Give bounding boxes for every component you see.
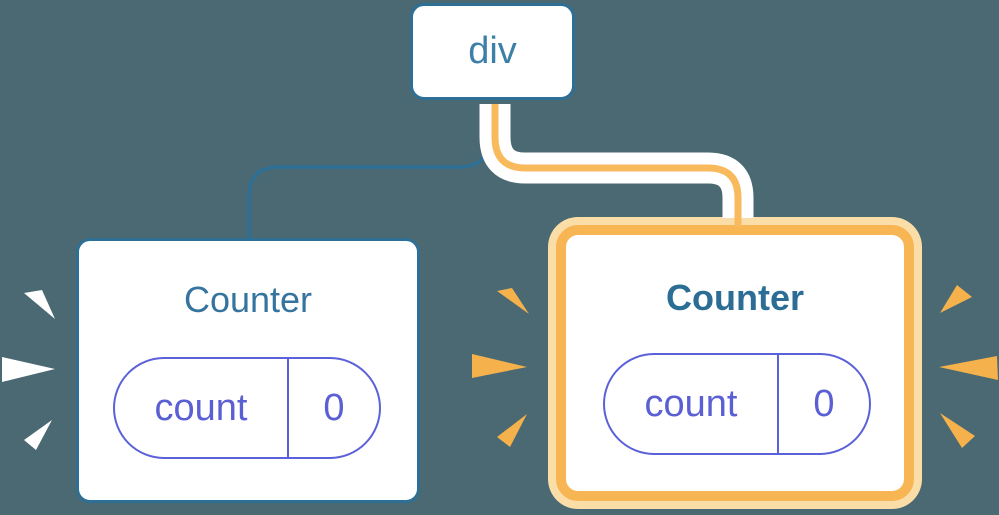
counter-card-right-highlighted: Counter count 0 [556,225,914,501]
sparkle-white-middle-icon [2,357,55,382]
state-pill: count 0 [603,353,871,455]
state-value: 0 [813,382,835,425]
edge-to-left-counter [247,104,491,240]
counter-title: Counter [666,277,804,318]
state-key: count [605,355,779,453]
sparkle-orange-left-middle-icon [472,354,527,378]
sparkle-white-bottom-icon [24,420,52,450]
counter-title: Counter [183,279,313,320]
root-node-div: div [410,3,575,100]
state-key: count [115,359,289,457]
sparkle-orange-left-top-icon [497,288,529,314]
sparkle-orange-right-middle-icon [939,356,998,380]
sparkle-orange-left-bottom-icon [497,414,527,447]
counter-card-left: Counter count 0 [76,238,420,503]
state-value: 0 [323,386,345,429]
sparkle-orange-right-top-icon [940,285,972,313]
edge-to-right-counter-stripe [491,104,742,227]
sparkle-orange-right-bottom-icon [940,413,975,448]
state-pill: count 0 [113,357,381,459]
root-node-label: div [468,30,517,72]
edge-to-right-counter-casing [479,104,754,218]
sparkle-white-top-icon [24,290,55,319]
